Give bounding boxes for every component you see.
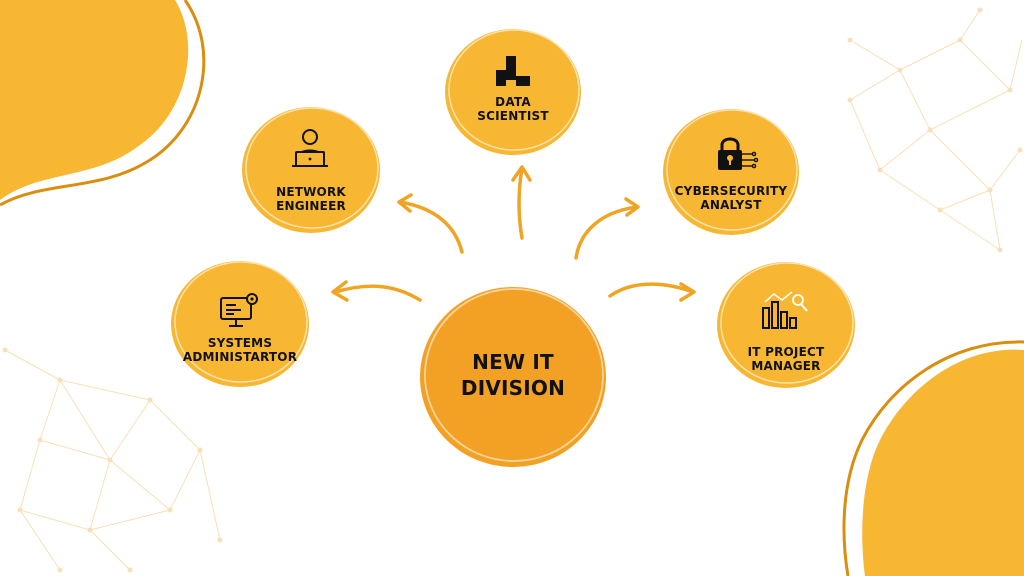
node-circle-systems	[171, 261, 309, 387]
node-label-line1: CYBERSECURITY	[674, 184, 788, 198]
chart-magnifier-icon	[762, 291, 808, 329]
arrow-to-pm-head	[679, 282, 696, 302]
node-data-scientist: DATA SCIENTIST	[463, 95, 563, 124]
arrow-to-systems-head	[331, 280, 349, 302]
center-node-new-it-division: NEW IT DIVISION	[433, 350, 593, 401]
padlock-circuit-icon	[718, 137, 759, 170]
node-label-line2: ENGINEER	[276, 199, 346, 214]
network-mesh-top-right	[847, 7, 1023, 253]
bar-blocks-icon	[496, 56, 530, 86]
node-label-line1: IT PROJECT	[747, 345, 825, 359]
node-label-line1: NETWORK	[276, 185, 346, 199]
node-systems-administrator: SYSTEMS ADMINISTARTOR	[170, 336, 310, 365]
center-label-line1: NEW IT	[472, 350, 554, 374]
arrow-to-cyber	[574, 205, 639, 260]
arrow-to-data-head	[511, 165, 532, 182]
node-circle-cyber	[663, 109, 799, 235]
arrow-to-network	[398, 200, 464, 254]
node-label-line1: DATA	[495, 95, 531, 109]
node-network-engineer: NETWORK ENGINEER	[251, 185, 371, 214]
corner-blob-bottom-right	[842, 340, 1024, 576]
node-cybersecurity-analyst: CYBERSECURITY ANALYST	[666, 184, 796, 213]
node-label-line2: SCIENTIST	[477, 109, 549, 124]
arrow-to-cyber-head	[624, 197, 640, 217]
node-label-line1: SYSTEMS	[207, 336, 273, 350]
node-label-line2: MANAGER	[751, 359, 821, 374]
arrow-to-data	[517, 166, 524, 240]
arrow-to-systems	[333, 284, 422, 302]
node-circle-data	[445, 29, 581, 155]
corner-blob-top-left	[0, 0, 206, 207]
center-circle	[420, 287, 606, 467]
node-it-project-manager: IT PROJECT MANAGER	[726, 345, 846, 374]
node-circle-network	[242, 107, 380, 233]
connector-arrows	[331, 165, 696, 302]
network-mesh-bottom-left	[2, 347, 223, 573]
arrow-to-pm	[608, 282, 695, 298]
person-laptop-icon	[292, 129, 328, 167]
center-label-line2: DIVISION	[460, 375, 566, 400]
node-label-line2: ADMINISTARTOR	[182, 350, 298, 365]
arrow-to-network-head	[397, 193, 413, 213]
computer-gear-icon	[220, 293, 258, 327]
node-label-line2: ANALYST	[700, 198, 762, 213]
